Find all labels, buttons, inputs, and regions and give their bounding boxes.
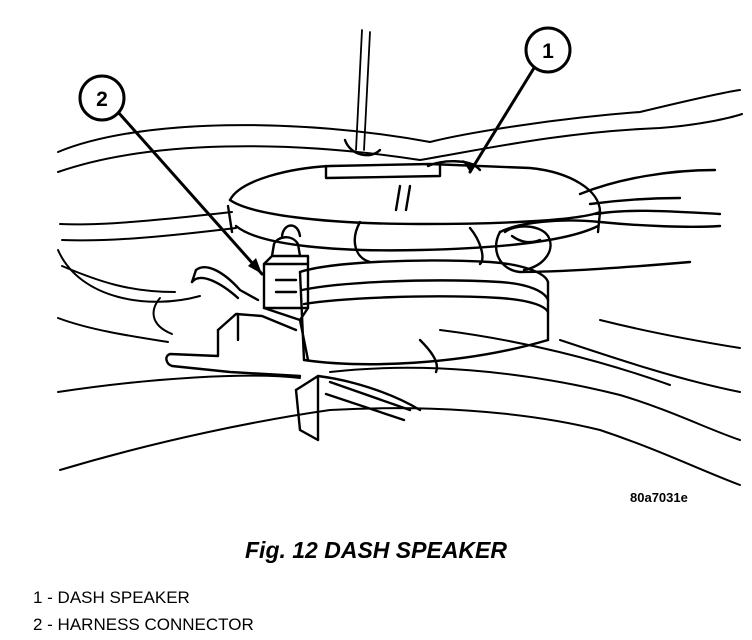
antenna-rod — [355, 29, 371, 151]
hand — [494, 168, 722, 274]
callout-1-number: 1 — [542, 40, 554, 63]
legend-list: 1 - DASH SPEAKER 2 - HARNESS CONNECTOR — [33, 584, 254, 638]
callout-leaders — [116, 66, 536, 276]
lower-bracket — [294, 374, 422, 442]
dash-panel-lines — [57, 89, 743, 486]
figure-caption: Fig. 12 DASH SPEAKER — [245, 537, 507, 563]
legend-item: 2 - HARNESS CONNECTOR — [33, 615, 254, 634]
rod-clamp — [343, 138, 382, 157]
mounting-tab — [165, 266, 302, 378]
dash-speaker-illustration: 1 2 — [57, 26, 743, 486]
harness-connector — [262, 224, 310, 362]
callout-1-arrowhead — [462, 160, 476, 172]
callout-1: 1 — [524, 26, 572, 74]
callout-2-number: 2 — [96, 88, 108, 111]
callout-2-arrowhead — [248, 258, 262, 274]
legend-item: 1 - DASH SPEAKER — [33, 588, 190, 607]
callout-2: 2 — [78, 74, 126, 122]
figure-id-label: 80a7031e — [630, 490, 688, 505]
